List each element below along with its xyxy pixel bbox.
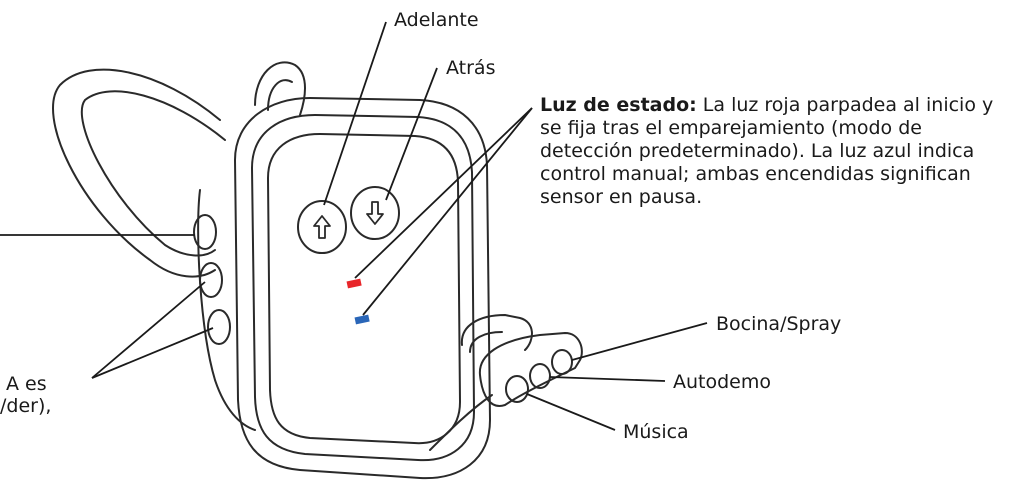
horn-spray-label: Bocina/Spray: [716, 313, 842, 335]
autodemo-leader: [549, 376, 666, 382]
strap-inner: [80, 90, 226, 257]
side-button-2: [199, 262, 223, 298]
clip-band: [460, 314, 533, 351]
side-button-1: [193, 214, 217, 250]
autodemo-button: [529, 363, 551, 389]
arrow-up-icon: [313, 215, 331, 239]
side-label-line2: /der),: [0, 395, 52, 417]
horn-spray-button: [551, 349, 573, 375]
top-clip: [254, 61, 306, 116]
side-buttons-leader-b: [91, 327, 214, 379]
blue-led: [354, 314, 370, 325]
autodemo-label: Autodemo: [673, 371, 771, 393]
music-label: Música: [623, 421, 689, 443]
receiver-body: [478, 332, 583, 407]
status-light-text: La luz roja parpadea al inicio y se fija…: [540, 94, 994, 208]
music-leader: [526, 393, 616, 431]
forward-label: Adelante: [394, 9, 479, 31]
back-button: [350, 186, 400, 240]
remote-face: [267, 133, 461, 445]
forward-leader: [323, 21, 387, 206]
red-led: [346, 278, 362, 289]
music-button: [505, 375, 529, 403]
horn-spray-leader: [571, 322, 708, 361]
status-light-description: Luz de estado: La luz roja parpadea al i…: [540, 94, 1020, 209]
back-leader: [385, 67, 438, 201]
side-button-3: [207, 309, 231, 345]
arrow-down-icon: [366, 201, 384, 225]
remote-body-mid: [251, 114, 475, 462]
status-leader-red: [354, 107, 533, 279]
side-buttons-leader-a: [91, 281, 206, 379]
strap-outer: [52, 68, 221, 278]
status-leader-blue: [362, 107, 533, 316]
side-label-line1: A es: [6, 373, 47, 395]
back-label: Atrás: [446, 57, 496, 79]
forward-button: [297, 200, 347, 254]
status-light-title: Luz de estado:: [540, 94, 697, 116]
cable: [429, 394, 493, 451]
remote-body-outer: [234, 97, 491, 480]
